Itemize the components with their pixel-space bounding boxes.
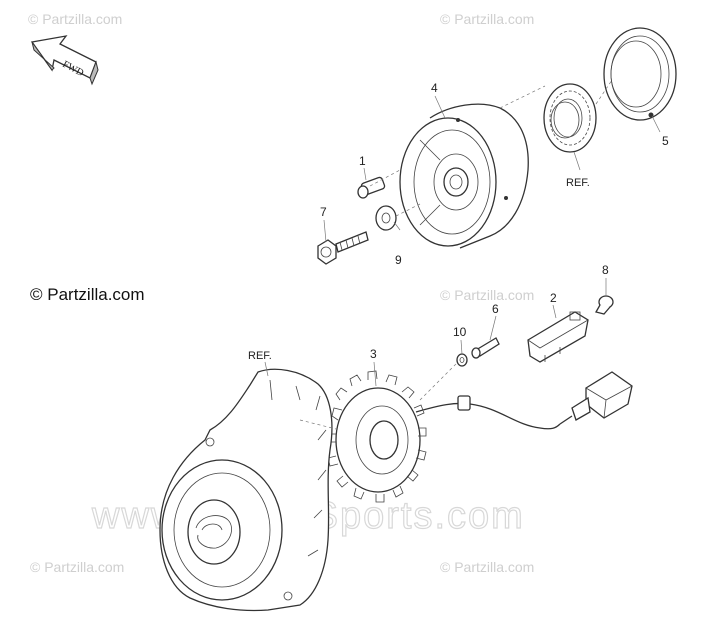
watermark-mid-right: © Partzilla.com — [440, 287, 534, 303]
part-3-stator — [327, 370, 633, 503]
callout-labels: 4 1 7 9 5 REF. 8 2 6 10 3 REF. — [248, 81, 669, 362]
bearing-ref — [543, 83, 597, 153]
callout-8: 8 — [602, 263, 609, 277]
part-1-bolt — [357, 176, 386, 199]
ref-label-cover: REF. — [248, 350, 272, 362]
callout-1: 1 — [359, 154, 366, 168]
watermark-top-right: © Partzilla.com — [440, 11, 534, 27]
part-4-flywheel — [399, 103, 529, 249]
callout-5: 5 — [662, 134, 669, 148]
callout-10: 10 — [453, 325, 467, 339]
callout-6: 6 — [492, 302, 499, 316]
callout-3: 3 — [370, 347, 377, 361]
copyright-text: © Partzilla.com — [30, 285, 145, 304]
part-7-flange-bolt — [317, 231, 369, 265]
crankcase-cover-ref — [159, 368, 333, 612]
callout-2: 2 — [550, 291, 557, 305]
part-9-washer — [375, 205, 397, 231]
part-2-pickup-sensor — [527, 311, 589, 363]
fwd-arrow-icon: FWD — [30, 35, 99, 86]
watermark-top-left: © Partzilla.com — [28, 11, 122, 27]
callout-7: 7 — [320, 205, 327, 219]
part-10-washer — [456, 353, 468, 367]
part-8-small-bolt — [595, 295, 614, 315]
watermark-bottom-left: © Partzilla.com — [30, 559, 124, 575]
callout-9: 9 — [395, 253, 402, 267]
part-6-screw — [471, 337, 500, 359]
part-5-seal — [603, 27, 677, 121]
leader-lines — [264, 79, 661, 431]
callout-4: 4 — [431, 81, 438, 95]
ref-label-bearing: REF. — [566, 177, 590, 189]
watermark-bottom-right: © Partzilla.com — [440, 559, 534, 575]
